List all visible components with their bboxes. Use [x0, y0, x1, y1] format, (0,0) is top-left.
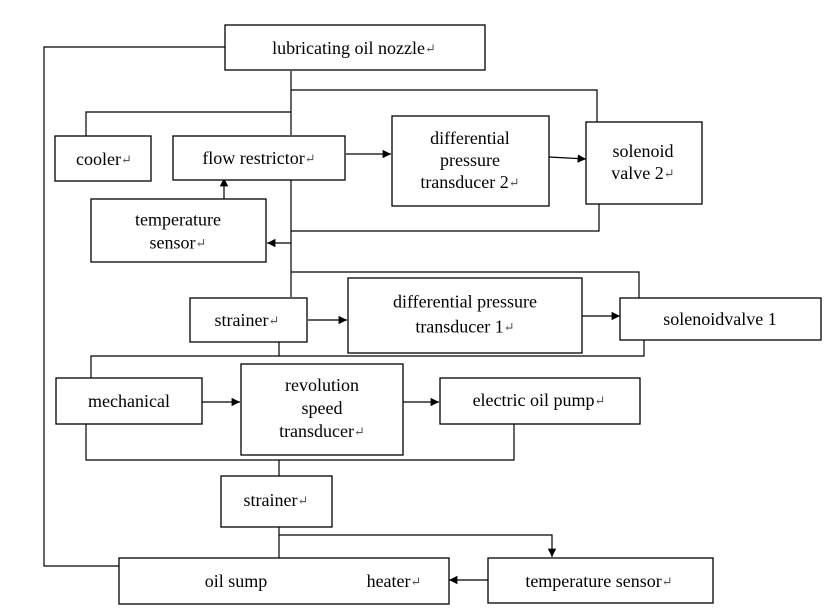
heater-label-line-1: heater↵ — [367, 571, 422, 591]
flow-restrictor-box — [172, 135, 346, 181]
electric-oil-pump-label-text: electric oil pump — [473, 390, 595, 410]
temperature-sensor-top-box — [90, 198, 267, 263]
solenoid-valve-1-box — [619, 297, 822, 341]
diff-pressure-transducer-2-label-line-1: differential — [430, 128, 510, 148]
arrow-dpt2-to-solenoid2 — [548, 154, 587, 163]
connector-nozzle-to-solenoid2 — [291, 89, 598, 122]
strainer-top-label-line-1: strainer↵ — [215, 310, 280, 330]
mechanical-box — [55, 377, 203, 425]
boxes — [54, 24, 822, 605]
paragraph-mark-icon: ↵ — [504, 319, 515, 334]
connector-sump-to-nozzle — [43, 46, 225, 567]
paragraph-mark-icon: ↵ — [595, 393, 606, 408]
flow-restrictor-label-line-1: flow restrictor↵ — [202, 148, 315, 168]
electric-oil-pump-box — [439, 377, 641, 425]
dpt2-box — [391, 115, 550, 207]
strainer-top-box — [189, 297, 308, 343]
connector-bottom-collect — [85, 424, 515, 461]
temperature-sensor-bottom-label-text: temperature sensor — [525, 571, 661, 591]
arrow-to-tempsensor-bottom — [279, 534, 557, 557]
paragraph-mark-icon: ↵ — [509, 175, 520, 190]
sump-heater-box — [118, 557, 450, 605]
revolution-speed-transducer-label-text: transducer — [279, 421, 354, 441]
lubricating-oil-nozzle-box — [224, 24, 486, 71]
labels: lubricating oil nozzle↵cooler↵flow restr… — [76, 38, 777, 591]
cooler-label-text: cooler — [76, 149, 121, 169]
mechanical-label-line-1: mechanical — [88, 391, 170, 411]
paragraph-mark-icon: ↵ — [662, 574, 673, 589]
diff-pressure-transducer-1-label-line-2: transducer 1↵ — [415, 317, 514, 337]
solenoid-valve-2-box — [585, 121, 703, 205]
diff-pressure-transducer-2-label-line-3: transducer 2↵ — [420, 172, 519, 192]
solenoid-valve-2-label-line-1: solenoid — [613, 141, 674, 161]
strainer-bottom-box — [220, 475, 333, 528]
strainer-top-label-text: strainer — [215, 310, 269, 330]
paragraph-mark-icon: ↵ — [305, 151, 316, 166]
strainer-bottom-label-text: strainer — [244, 490, 298, 510]
lubricating-oil-nozzle-label-line-1: lubricating oil nozzle↵ — [272, 38, 436, 58]
flow-restrictor-label-text: flow restrictor — [202, 148, 304, 168]
paragraph-mark-icon: ↵ — [269, 313, 280, 328]
temperature-sensor-bottom-box — [487, 557, 714, 604]
solenoid-valve-1-label-line-1: solenoidvalve 1 — [663, 309, 776, 329]
temperature-sensor-bottom-label-line-1: temperature sensor↵ — [525, 571, 672, 591]
solenoid-valve-2-label-line-2: valve 2↵ — [611, 163, 674, 183]
paragraph-mark-icon: ↵ — [196, 235, 207, 250]
paragraph-mark-icon: ↵ — [298, 493, 309, 508]
diff-pressure-transducer-2-label-line-2: pressure — [440, 150, 500, 170]
connector-solenoid2-return — [291, 204, 600, 232]
paragraph-mark-icon: ↵ — [411, 574, 422, 589]
rst-box — [240, 363, 404, 456]
cooler-box — [54, 135, 152, 182]
heater-label-text: heater — [367, 571, 411, 591]
paragraph-mark-icon: ↵ — [664, 166, 675, 181]
paragraph-mark-icon: ↵ — [121, 152, 132, 167]
diff-pressure-transducer-1-label-text: transducer 1 — [415, 317, 503, 337]
strainer-bottom-label-line-1: strainer↵ — [244, 490, 309, 510]
revolution-speed-transducer-label-line-2: speed — [302, 398, 343, 418]
paragraph-mark-icon: ↵ — [425, 41, 436, 56]
solenoid-valve-2-label-text: valve 2 — [611, 163, 663, 183]
oil-sump-label-line-1: oil sump — [205, 571, 268, 591]
temperature-sensor-top-label-line-2: sensor↵ — [150, 233, 207, 253]
diff-pressure-transducer-1-label-line-1: differential pressure — [393, 292, 537, 312]
cooler-label-line-1: cooler↵ — [76, 149, 132, 169]
revolution-speed-transducer-label-line-3: transducer↵ — [279, 421, 365, 441]
diff-pressure-transducer-2-label-text: transducer 2 — [420, 172, 508, 192]
connector-mechanical-top — [90, 340, 645, 378]
revolution-speed-transducer-label-line-1: revolution — [285, 375, 359, 395]
electric-oil-pump-label-line-1: electric oil pump↵ — [473, 390, 606, 410]
lubricating-oil-nozzle-label-text: lubricating oil nozzle — [272, 38, 425, 58]
temperature-sensor-top-label-line-1: temperature — [135, 210, 221, 230]
connector-trunk-to-solenoid1 — [291, 271, 640, 298]
connector-to-cooler — [85, 111, 291, 136]
temperature-sensor-top-label-text: sensor — [150, 233, 196, 253]
dpt1-box — [347, 277, 583, 354]
paragraph-mark-icon: ↵ — [354, 424, 365, 439]
